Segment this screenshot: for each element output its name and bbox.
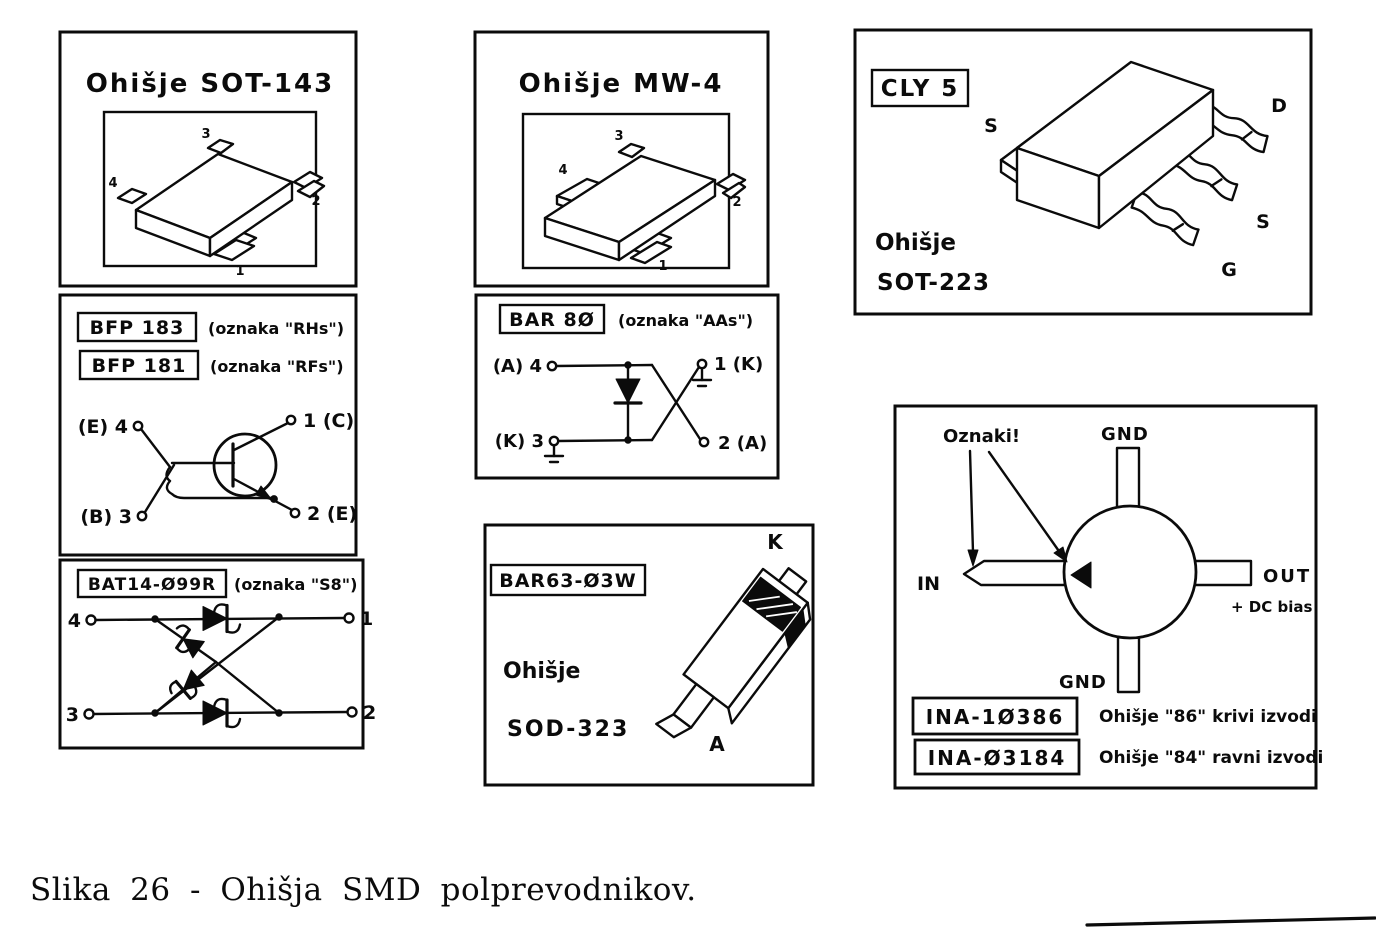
cly5-package-drawing: S D S G (984, 60, 1287, 281)
ina-gnd-bottom-label: GND (1059, 672, 1107, 693)
bat14-pin2-label: 2 (363, 702, 376, 724)
bar80-pin-k3-label: (K) 3 (495, 431, 544, 452)
box-bar63: BAR63-Ø3W Ohišje SOD-323 K A (483, 523, 815, 787)
box-cly5: CLY 5 Ohišje SOT-223 S D S G (853, 28, 1313, 316)
bar80-ground-k3 (543, 444, 565, 464)
mw4-pin4-label: 4 (558, 163, 567, 178)
bfp-pin-e4-label: (E) 4 (78, 416, 128, 438)
sot143-package-drawing: 3 4 2 1 (108, 127, 326, 279)
bar80-pin-a4-label: (A) 4 (493, 356, 542, 377)
sot143-pin2-label: 2 (311, 194, 320, 209)
bar80-pin-2a-label: 2 (A) (718, 433, 767, 454)
bat14-pin4-label: 4 (68, 610, 81, 632)
cly5-ohisje-label: Ohišje (875, 230, 956, 256)
ina-part1-label: INA-1Ø386 (926, 705, 1065, 729)
rule-line (1085, 916, 1376, 927)
bfp-pin-2e-label: 2 (E) (307, 503, 357, 525)
bfp-pin-b3-label: (B) 3 (80, 506, 132, 528)
bfp-transistor-schematic: (E) 4 (B) 3 1 (C) 2 (E) (78, 410, 357, 528)
bat14-pin1-label: 1 (360, 608, 373, 630)
bfp-oznaka2-label: (oznaka "RFs") (210, 357, 344, 376)
bottom-right-rule (1085, 916, 1376, 927)
bar63-part-box (489, 563, 647, 597)
bfp-part1-label: BFP 183 (90, 317, 185, 339)
mw4-pin2-label: 2 (732, 195, 741, 210)
bar80-ground-1k (691, 368, 713, 388)
bar80-part-box (498, 303, 606, 335)
sot143-title: Ohišje SOT-143 (86, 69, 334, 99)
bar80-frame (474, 293, 780, 480)
ina-part2-box (913, 738, 1081, 776)
sot143-frame (58, 30, 358, 288)
ina-dc-bias-label: + DC bias (1231, 598, 1312, 616)
mw4-package-drawing: 3 4 2 1 (543, 129, 747, 274)
bat14-oznaka-label: (oznaka "S8") (234, 575, 357, 594)
bat14-frame (58, 558, 365, 750)
mw4-title: Ohišje MW-4 (519, 69, 724, 99)
cly5-part-label: CLY 5 (881, 76, 960, 102)
bar63-pin-k-label: K (767, 530, 784, 554)
sot143-pin3-label: 3 (201, 127, 210, 142)
figure-caption: Slika 26 - Ohišja SMD polprevodnikov. (30, 872, 697, 908)
ina-pinout-drawing (962, 446, 1253, 694)
mw4-pin3-label: 3 (614, 129, 623, 144)
bfp-part1-box (76, 311, 198, 343)
mw4-frame (473, 30, 770, 288)
cly5-frame (853, 28, 1313, 316)
box-sot143: Ohišje SOT-143 3 4 2 1 (58, 30, 358, 288)
bar80-pin-1k-label: 1 (K) (714, 354, 763, 375)
sot143-pin4-label: 4 (108, 176, 117, 191)
cly5-package-label: SOT-223 (877, 270, 990, 296)
bfp-oznaka1-label: (oznaka "RHs") (208, 319, 344, 338)
ina-oznaki-arrow-2 (987, 450, 1068, 563)
bar63-frame (483, 523, 815, 787)
bfp-part2-label: BFP 181 (92, 355, 187, 377)
ina-gnd-top-label: GND (1101, 424, 1149, 445)
mw4-pin1-label: 1 (658, 259, 667, 274)
cly5-pin-g-label: G (1221, 259, 1237, 281)
cly5-pin-s-tab-label: S (984, 115, 998, 137)
cly5-pin-d-label: D (1271, 95, 1287, 117)
bfp-part2-box (78, 349, 200, 381)
ina-oznaki-label: Oznaki! (943, 426, 1020, 447)
bfp-frame (58, 293, 358, 557)
ina-pin-in-label: IN (917, 573, 940, 595)
ina-pin-out-label: OUT (1263, 566, 1311, 587)
cly5-pin-s-label: S (1256, 211, 1270, 233)
bat14-pin3-label: 3 (66, 704, 79, 726)
bar63-package-drawing (655, 567, 812, 739)
ina-part1-box (911, 696, 1079, 736)
bar80-part-label: BAR 8Ø (509, 309, 595, 331)
bar80-oznaka-label: (oznaka "AAs") (618, 311, 753, 330)
box-mw4: Ohišje MW-4 3 4 2 1 (473, 30, 770, 288)
bar63-pin-a-label: A (709, 732, 725, 756)
bat14-part-box (76, 568, 228, 599)
box-ina: Oznaki! GND GND IN OUT + DC bias INA-1Ø3… (893, 404, 1323, 790)
bat14-part-label: BAT14-Ø99R (88, 575, 216, 595)
bar63-package-label: SOD-323 (507, 717, 629, 742)
sot143-pin1-label: 1 (235, 264, 244, 279)
bar80-diode-schematic: (A) 4 (K) 3 1 (K) 2 (A) (493, 354, 767, 464)
bfp-pin-1c-label: 1 (C) (303, 410, 354, 432)
ina-desc1-label: Ohišje "86" krivi izvodi (1099, 707, 1317, 727)
ina-oznaki-arrow-1 (967, 449, 979, 567)
bat14-diode-schematic: 4 1 3 2 (66, 603, 376, 729)
ina-desc2-label: Ohišje "84" ravni izvodi (1099, 748, 1323, 768)
cly5-part-box (870, 68, 970, 108)
ina-frame (893, 404, 1318, 790)
bar63-part-label: BAR63-Ø3W (499, 570, 636, 592)
box-bfp: BFP 183 (oznaka "RHs") BFP 181 (oznaka "… (58, 293, 358, 557)
bar63-ohisje-label: Ohišje (503, 659, 580, 684)
box-bar80: BAR 8Ø (oznaka "AAs") (A) 4 (K) 3 1 (K) … (474, 293, 780, 480)
box-bat14: BAT14-Ø99R (oznaka "S8") 4 1 3 2 (58, 558, 376, 750)
ina-part2-label: INA-Ø3184 (928, 746, 1067, 770)
ina-orientation-mark (1070, 561, 1092, 589)
